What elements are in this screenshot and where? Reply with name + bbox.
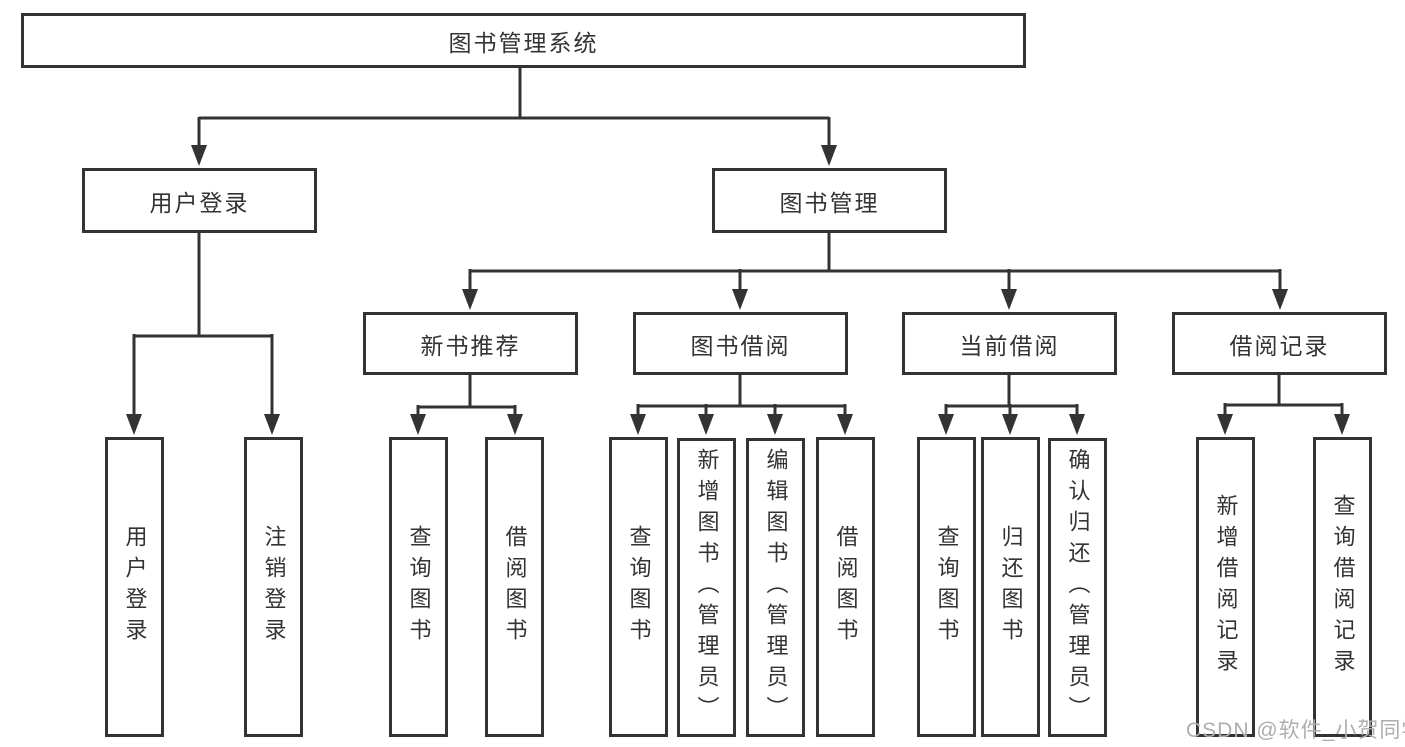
node-user-login-label: 用户登录	[149, 189, 250, 216]
leaf-query-books-recommend-label: 查询图书	[406, 525, 432, 649]
node-borrow-records-label: 借阅记录	[1229, 332, 1330, 359]
leaf-confirm-return-admin: 确认归还（管理员）	[1048, 438, 1107, 737]
branch-book-borrow-arrowheads	[630, 414, 853, 435]
leaf-query-borrow-record: 查询借阅记录	[1313, 437, 1372, 737]
node-book-borrow: 图书借阅	[633, 312, 848, 375]
branch-user-login	[132, 232, 274, 415]
leaf-add-borrow-record: 新增借阅记录	[1196, 437, 1255, 737]
leaf-query-books-borrow: 查询图书	[609, 437, 668, 737]
node-book-borrow-label: 图书借阅	[690, 332, 791, 359]
csdn-watermark: CSDN @软件_小贺同学	[1186, 719, 1405, 742]
branch-book-management	[468, 232, 1282, 290]
leaf-borrow-books-borrow-label: 借阅图书	[833, 525, 859, 649]
node-book-management-label: 图书管理	[779, 189, 880, 216]
leaf-user-login-label: 用户登录	[122, 525, 148, 649]
leaf-return-books: 归还图书	[981, 437, 1040, 737]
leaf-borrow-books-recommend: 借阅图书	[485, 437, 544, 737]
branch-borrow-records	[1223, 374, 1344, 415]
node-root: 图书管理系统	[21, 13, 1026, 68]
leaf-user-login: 用户登录	[105, 437, 164, 737]
branch-current-borrow-arrowheads	[938, 414, 1085, 435]
leaf-add-books-admin: 新增图书（管理员）	[677, 438, 736, 737]
leaf-logout-login: 注销登录	[244, 437, 303, 737]
node-new-book-recommend: 新书推荐	[363, 312, 578, 375]
leaf-borrow-books-recommend-label: 借阅图书	[502, 525, 528, 649]
node-new-book-recommend-label: 新书推荐	[420, 332, 521, 359]
leaf-logout-login-label: 注销登录	[261, 525, 287, 649]
branch-user-login-arrowheads	[126, 414, 280, 435]
branch-root	[197, 67, 831, 146]
leaf-borrow-books-borrow: 借阅图书	[816, 437, 875, 737]
branch-borrow-records-arrowheads	[1217, 414, 1350, 435]
node-current-borrow-label: 当前借阅	[959, 332, 1060, 359]
leaf-add-borrow-record-label: 新增借阅记录	[1213, 494, 1239, 680]
leaf-add-books-admin-label: 新增图书（管理员）	[694, 448, 720, 727]
leaf-query-books-borrow-label: 查询图书	[626, 525, 652, 649]
leaf-return-books-label: 归还图书	[998, 525, 1024, 649]
leaf-confirm-return-admin-label: 确认归还（管理员）	[1065, 448, 1091, 727]
leaf-edit-books-admin-label: 编辑图书（管理员）	[763, 448, 789, 727]
branch-current-borrow	[944, 374, 1079, 415]
leaf-edit-books-admin: 编辑图书（管理员）	[746, 438, 805, 737]
branch-book-borrow	[636, 374, 847, 415]
leaf-query-books-current-label: 查询图书	[934, 525, 960, 649]
leaf-query-books-current: 查询图书	[917, 437, 976, 737]
node-current-borrow: 当前借阅	[902, 312, 1117, 375]
branch-new-book-recommend-arrowheads	[410, 414, 523, 435]
branch-new-book-recommend	[416, 374, 517, 415]
node-user-login: 用户登录	[82, 168, 317, 233]
node-root-label: 图书管理系统	[448, 29, 599, 56]
branch-book-management-arrowheads	[462, 289, 1288, 310]
leaf-query-books-recommend: 查询图书	[389, 437, 448, 737]
branch-root-arrowheads	[191, 145, 837, 166]
leaf-query-borrow-record-label: 查询借阅记录	[1330, 494, 1356, 680]
node-borrow-records: 借阅记录	[1172, 312, 1387, 375]
node-book-management: 图书管理	[712, 168, 947, 233]
